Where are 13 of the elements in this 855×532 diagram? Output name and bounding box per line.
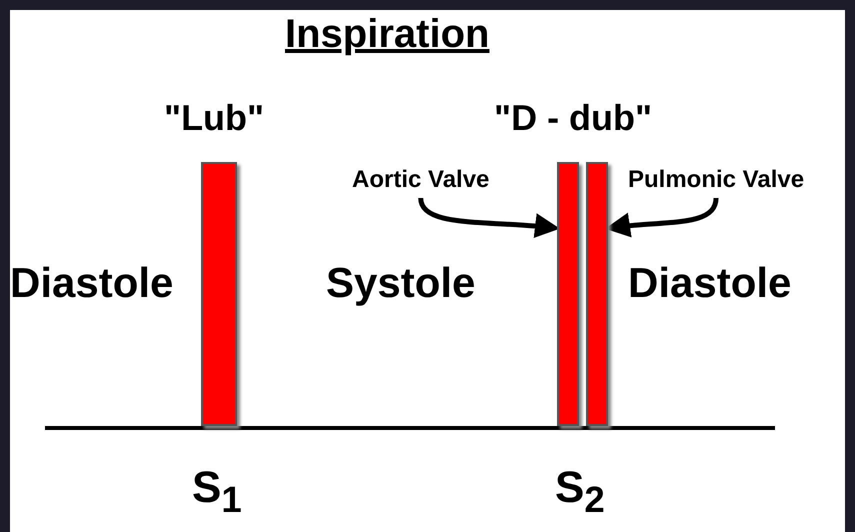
sound-label: "Lub" (164, 100, 264, 136)
valve-label: Aortic Valve (352, 168, 490, 192)
heart-sound-label: S$_{2}$ (555, 466, 605, 518)
title: Inspiration (285, 14, 490, 54)
phase-label: Systole (326, 262, 476, 304)
heart-sound-label: S$_{1}$ (192, 466, 242, 518)
sound-bar (586, 162, 608, 426)
sound-bar (201, 162, 237, 426)
phase-label: Diastole (10, 262, 174, 304)
sound-bar (557, 162, 579, 426)
valve-label: Pulmonic Valve (628, 168, 804, 192)
phase-label: Diastole (628, 262, 792, 304)
sound-label: "D - dub" (494, 100, 652, 136)
